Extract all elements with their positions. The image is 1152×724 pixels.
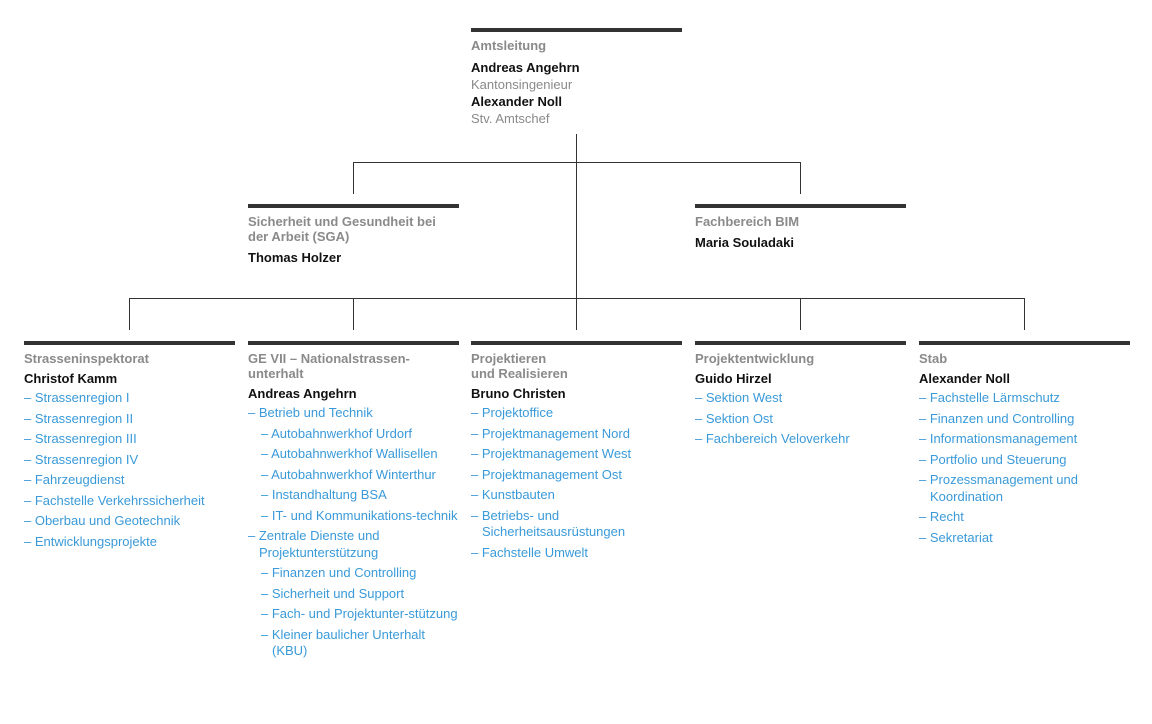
column-bar [919,341,1130,345]
column-title: Strasseninspektorat [24,351,149,366]
unit-link[interactable]: – Oberbau und Geotechnik [24,513,181,528]
column-title: GE VII – Nationalstrassen-unterhalt [248,351,410,381]
column-bar [695,341,906,345]
column-projektentwicklung: Projektentwicklung Guido Hirzel – Sektio… [695,341,906,452]
unit-link[interactable]: – Sektion West [695,390,783,405]
unit-link[interactable]: – Strassenregion III [24,431,137,446]
unit-link[interactable]: – Informationsmanagement [919,431,1078,446]
column-head-name: Alexander Noll [919,371,1011,386]
staff-drop-left [353,162,354,194]
staff-node-bar [695,204,906,208]
column-item-list: – Projektoffice – Projektmanagement Nord –… [471,405,682,561]
column-bar [248,341,459,345]
unit-link[interactable]: – Prozessmanagement und Koordination [919,472,1078,504]
staff-node-sga: Sicherheit und Gesundheit bei der Arbeit… [248,204,459,266]
staff-node-bar [248,204,459,208]
column-head-name: Guido Hirzel [695,371,772,386]
column-head-name: Christof Kamm [24,371,118,386]
unit-link[interactable]: – Projektoffice [471,405,554,420]
column-drop-2 [353,298,354,330]
unit-link[interactable]: – Projektmanagement Nord [471,425,630,441]
unit-link[interactable]: – Fachstelle Lärmschutz [919,390,1060,405]
unit-link[interactable]: – Strassenregion IV [24,451,139,467]
trunk-line [576,134,577,330]
unit-link[interactable]: – Fachbereich Veloverkehr [695,431,850,446]
column-projektieren-realisieren: Projektieren und Realisieren Bruno Chris… [471,341,682,565]
unit-link[interactable]: – Autobahnwerkhof Wallisellen [261,446,438,461]
column-strasseninspektorat: Strasseninspektorat Christof Kamm – Stra… [24,341,235,554]
unit-link[interactable]: – Autobahnwerkhof Winterthur [261,466,436,482]
column-title: Projektieren und Realisieren [471,351,568,381]
unit-link[interactable]: – Strassenregion I [24,390,130,405]
column-item-list: – Betrieb und Technik – Autobahnwerkhof U… [248,405,459,660]
unit-link[interactable]: – Fach- und Projektunter-stützung [261,606,458,621]
unit-link[interactable]: – Finanzen und Controlling [261,565,417,580]
unit-link[interactable]: – Fachstelle Umwelt [471,544,589,560]
unit-link[interactable]: – Fachstelle Verkehrssicherheit [24,492,205,508]
column-drop-4 [800,298,801,330]
staff-node-title: Sicherheit und Gesundheit bei der Arbeit… [248,214,436,244]
unit-link[interactable]: – Projektmanagement Ost [471,466,623,482]
staff-node-name: Thomas Holzer [248,250,342,265]
staff-drop-right [800,162,801,194]
column-item-list: – Strassenregion I – Strassenregion II – S… [24,390,235,550]
column-head-name: Bruno Christen [471,386,566,401]
top-person-1-role: Kantonsingenieur [471,77,573,92]
column-drop-5 [1024,298,1025,330]
unit-link[interactable]: – Finanzen und Controlling [919,410,1075,426]
unit-link[interactable]: – Kleiner baulicher Unterhalt (KBU) [261,626,426,659]
unit-link[interactable]: – Kunstbauten [471,487,555,502]
column-title: Stab [919,351,948,366]
unit-link[interactable]: – Instandhaltung BSA [261,487,387,502]
columns-connector-line [129,298,1025,299]
unit-link[interactable]: – Zentrale Dienste und Projektunterstütz… [248,528,380,560]
unit-link[interactable]: – Betriebs- und Sicherheitsausrüstungen [471,507,626,540]
unit-link[interactable]: – Projektmanagement West [471,446,632,461]
unit-link[interactable]: – IT- und Kommunikations-technik [261,507,458,523]
top-person-2-name: Alexander Noll [471,94,563,109]
column-stab: Stab Alexander Noll – Fachstelle Lärmsch… [919,341,1130,550]
unit-link[interactable]: – Autobahnwerkhof Urdorf [261,425,413,441]
top-node-title: Amtsleitung [471,38,547,53]
unit-link[interactable]: – Entwicklungsprojekte [24,533,157,549]
top-node-bar [471,28,682,32]
column-drop-1 [129,298,130,330]
staff-node-bim: Fachbereich BIM Maria Souladaki [695,204,906,251]
top-person-2-role: Stv. Amtschef [471,111,550,126]
staff-node-name: Maria Souladaki [695,235,794,250]
unit-link[interactable]: – Sekretariat [919,529,993,545]
column-item-list: – Sektion West – Sektion Ost – Fachbereich… [695,390,906,448]
staff-connector-line [353,162,801,163]
top-node: Amtsleitung Andreas Angehrn Kantonsingen… [471,28,682,127]
top-person-1-name: Andreas Angehrn [471,60,580,75]
column-title: Projektentwicklung [695,351,815,366]
unit-link[interactable]: – Sicherheit und Support [261,585,405,601]
unit-link[interactable]: – Betrieb und Technik [248,405,373,420]
column-bar [24,341,235,345]
unit-link[interactable]: – Portfolio und Steuerung [919,451,1067,467]
column-head-name: Andreas Angehrn [248,386,357,401]
unit-link[interactable]: – Sektion Ost [695,410,774,426]
column-nationalstrassenunterhalt: GE VII – Nationalstrassen-unterhalt Andr… [248,341,459,664]
column-item-list: – Fachstelle Lärmschutz – Finanzen und Co… [919,390,1130,546]
column-bar [471,341,682,345]
unit-link[interactable]: – Fahrzeugdienst [24,472,125,487]
unit-link[interactable]: – Strassenregion II [24,410,134,426]
unit-link[interactable]: – Recht [919,509,964,524]
staff-node-title: Fachbereich BIM [695,214,800,229]
